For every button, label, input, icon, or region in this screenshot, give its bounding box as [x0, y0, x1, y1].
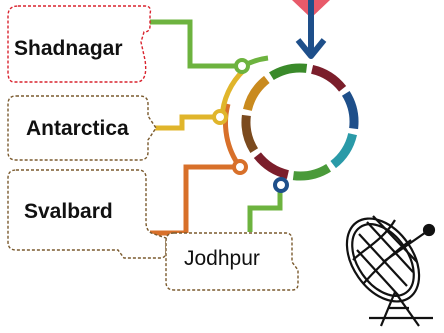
hub-ring-segment	[243, 75, 270, 112]
inner-arc-orange	[223, 103, 243, 169]
connector-dot-svalbard	[232, 159, 248, 175]
hub-ring-segment	[269, 63, 308, 81]
hub-ring-segment	[310, 65, 347, 92]
satellite-dish-icon	[333, 200, 444, 328]
hub-ring	[241, 63, 359, 181]
connector-dot-jodhpur	[273, 177, 289, 193]
node-label-shadnagar: Shadnagar	[14, 37, 123, 60]
hub-ring-segment	[330, 132, 357, 169]
connector-dot-shadnagar	[234, 58, 250, 74]
node-box-shadnagar	[7, 5, 152, 83]
node-label-svalbard: Svalbard	[24, 200, 113, 223]
node-box-svalbard	[7, 169, 167, 259]
connector-jodhpur	[247, 186, 283, 232]
hub-ring-segment	[253, 152, 290, 179]
node-label-jodhpur: Jodhpur	[184, 247, 260, 270]
connector-svalbard	[150, 164, 240, 236]
hub-ring-segment	[292, 163, 331, 181]
arrow-head	[295, 38, 327, 59]
hub-ring-segment	[241, 114, 259, 153]
connector-shadnagar	[148, 19, 242, 69]
node-label-antarctica: Antarctica	[26, 117, 129, 140]
node-box-antarctica	[7, 95, 157, 161]
connector-dot-antarctica	[212, 109, 228, 125]
connector-antarctica	[150, 114, 220, 131]
node-box-jodhpur	[165, 232, 299, 291]
hub-ring-segment	[341, 91, 359, 130]
